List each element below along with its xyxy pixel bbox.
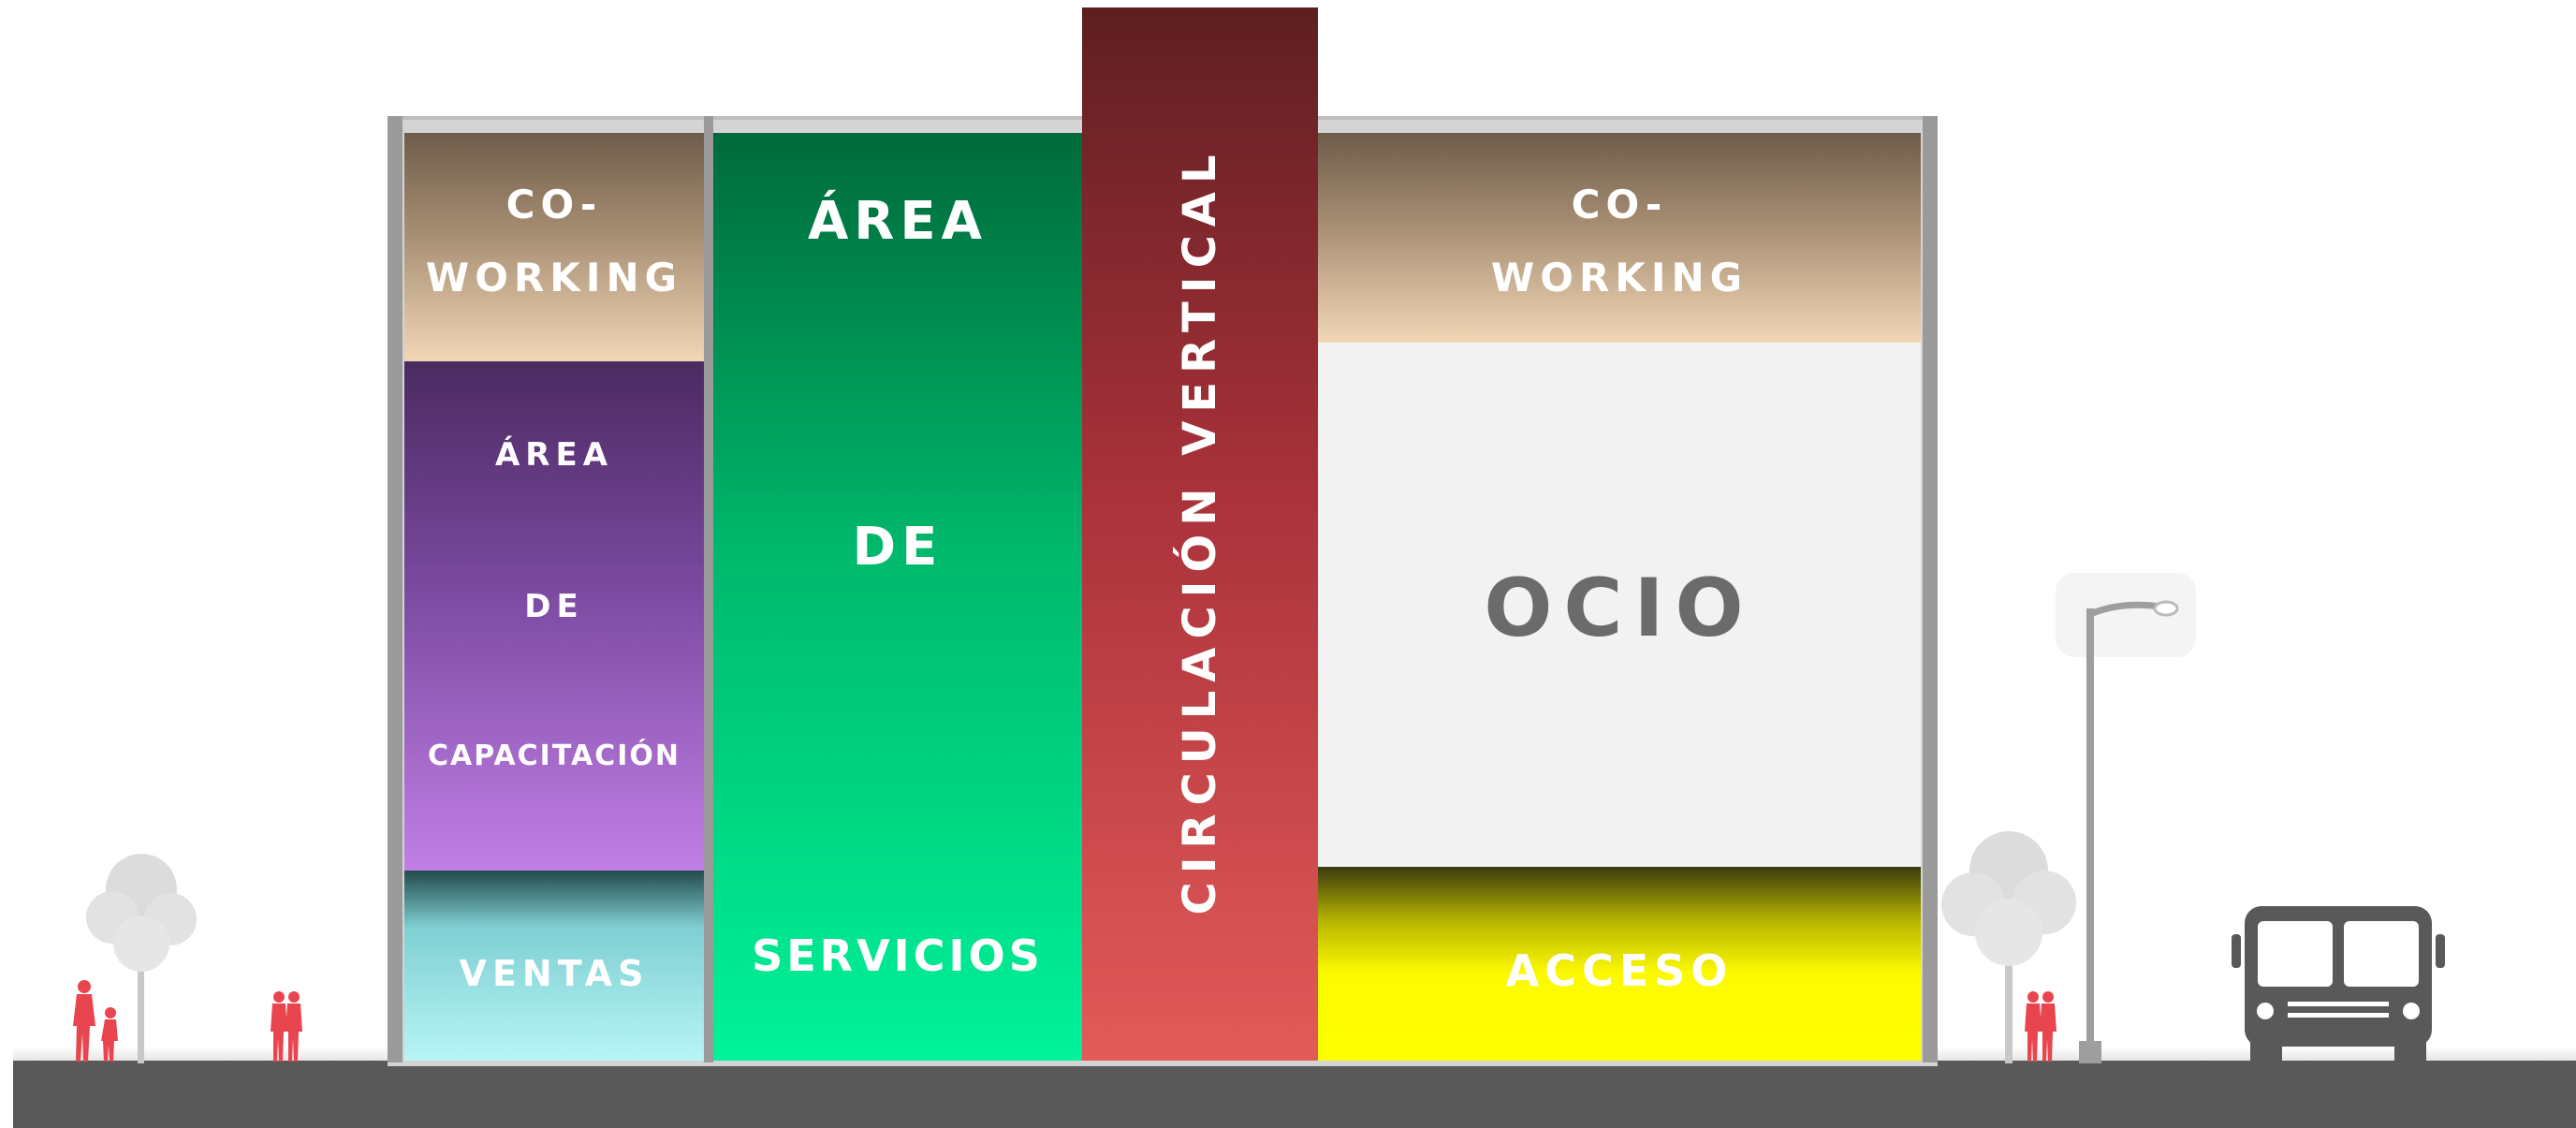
ground: [13, 1061, 2576, 1128]
coworking-right-line1: CO-: [1571, 182, 1668, 227]
ocio-block: OCIO: [1318, 343, 1921, 867]
building-post-left: [388, 116, 402, 1062]
street-lamp-icon: [2056, 573, 2196, 1063]
ventas-block: VENTAS: [404, 871, 704, 1061]
capacitacion-block: ÁREA DE CAPACITACIÓN: [404, 361, 704, 871]
coworking-right-block: CO- WORKING: [1318, 133, 1921, 343]
coworking-left-line1: CO-: [505, 182, 603, 227]
coworking-left-line2: WORKING: [425, 255, 683, 300]
tree-icon: [1941, 831, 2076, 1063]
capacitacion-line3: CAPACITACIÓN: [427, 740, 681, 772]
ventas-label: VENTAS: [459, 953, 650, 994]
building-post-middle: [704, 116, 713, 1062]
ocio-label: OCIO: [1484, 562, 1755, 655]
capacitacion-line2: DE: [524, 588, 584, 625]
servicios-line1: ÁREA: [807, 191, 988, 252]
acceso-label: ACCESO: [1505, 945, 1734, 996]
coworking-left-block: CO- WORKING: [404, 133, 704, 361]
capacitacion-line1: ÁREA: [494, 436, 614, 474]
bus-icon: [2232, 906, 2445, 1063]
circulacion-label: CIRCULACIÓN VERTICAL: [1174, 145, 1226, 916]
servicios-line3: SERVICIOS: [752, 930, 1044, 981]
acceso-block: ACCESO: [1318, 867, 1921, 1061]
person-icon: [271, 991, 302, 1062]
circulacion-block: CIRCULACIÓN VERTICAL: [1082, 7, 1318, 1061]
coworking-right-line2: WORKING: [1490, 255, 1749, 300]
servicios-line2: DE: [852, 517, 944, 578]
building-post-right: [1923, 116, 1938, 1062]
person-icon: [2025, 991, 2056, 1062]
tree-icon: [86, 854, 197, 1063]
servicios-block: ÁREA DE SERVICIOS: [713, 133, 1082, 1061]
person-icon: [73, 980, 118, 1062]
